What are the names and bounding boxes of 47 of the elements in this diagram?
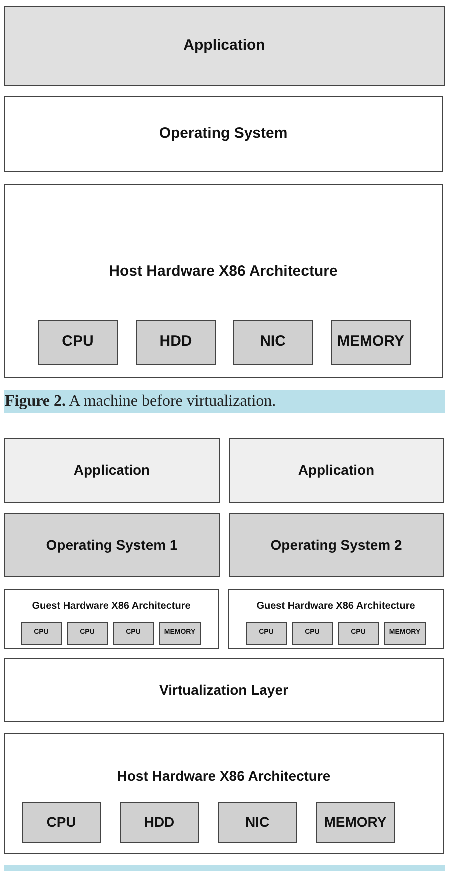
box-label: Virtualization Layer	[160, 680, 288, 700]
box-label: Guest Hardware X86 Architecture	[256, 600, 416, 614]
box-label: Application	[298, 461, 375, 480]
box-label: HDD	[160, 332, 192, 352]
layer-box	[4, 96, 443, 172]
layer-box	[4, 184, 443, 378]
box-label: CPU	[62, 332, 94, 352]
box-label: Host Hardware X86 Architecture	[109, 262, 338, 282]
layer-box	[4, 513, 220, 577]
component-box	[38, 320, 118, 365]
component-box	[159, 622, 201, 645]
component-box	[136, 320, 216, 365]
component-box	[113, 622, 154, 645]
layer-box	[228, 589, 444, 649]
box-label: MEMORY	[324, 813, 387, 832]
box-label: CPU	[46, 813, 76, 832]
box-label: HDD	[144, 813, 175, 832]
box-label: Operating System	[159, 124, 288, 144]
component-box	[246, 622, 287, 645]
figure-caption: Figure 2. A machine before virtualization.	[4, 390, 445, 413]
box-label: NIC	[245, 813, 270, 832]
component-box	[384, 622, 426, 645]
box-label: MEMORY	[338, 332, 404, 352]
component-box	[316, 802, 395, 843]
component-box	[67, 622, 108, 645]
component-box	[233, 320, 313, 365]
component-box	[218, 802, 297, 843]
box-label: NIC	[260, 332, 286, 352]
box-label: Application	[74, 461, 150, 480]
layer-box	[4, 658, 444, 722]
layer-box	[4, 438, 220, 503]
component-box	[21, 622, 62, 645]
box-label: Operating System 2	[270, 536, 402, 555]
box-label: Guest Hardware X86 Architecture	[32, 600, 191, 614]
layer-box	[4, 6, 445, 86]
component-box	[338, 622, 379, 645]
layer-box	[4, 589, 219, 649]
component-box	[292, 622, 333, 645]
layer-box	[4, 733, 444, 854]
box-label: Host Hardware X86 Architecture	[117, 767, 331, 786]
box-label: Application	[184, 36, 266, 56]
component-box	[331, 320, 411, 365]
component-box	[120, 802, 199, 843]
layer-box	[229, 438, 444, 503]
box-label: Operating System 1	[46, 536, 178, 555]
component-box	[22, 802, 101, 843]
layer-box	[229, 513, 444, 577]
